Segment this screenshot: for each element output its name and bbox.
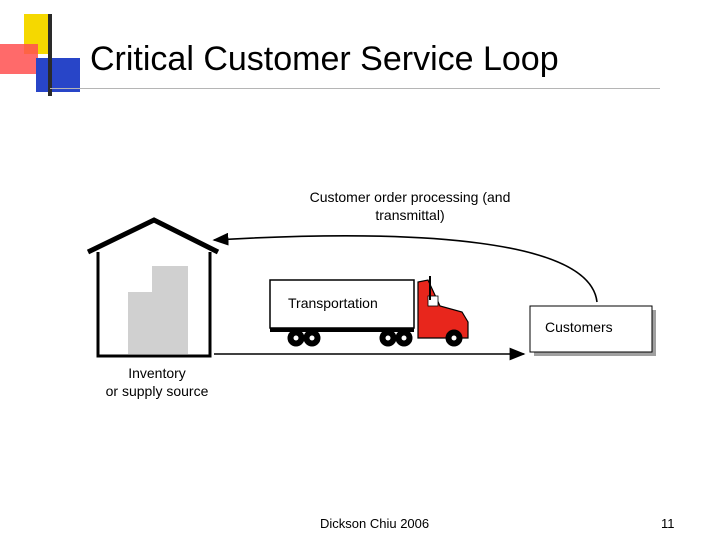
slide-title: Critical Customer Service Loop xyxy=(90,40,559,78)
truck-cab xyxy=(417,279,469,339)
title-divider xyxy=(50,88,660,89)
transportation-label: Transportation xyxy=(288,295,378,311)
inventory-label-2: or supply source xyxy=(106,383,209,399)
stock-box-bottom xyxy=(128,292,188,354)
footer-author: Dickson Chiu 2006 xyxy=(320,516,430,531)
order-processing-label-2: transmittal) xyxy=(375,207,444,223)
order-processing-arrow xyxy=(212,232,598,303)
deco-blue-square xyxy=(36,58,80,92)
customers-box xyxy=(529,305,653,353)
deco-vertical-line xyxy=(48,14,52,96)
warehouse-icon xyxy=(86,217,220,358)
customers-label: Customers xyxy=(545,319,613,335)
truck-icon xyxy=(269,276,469,347)
stock-box-top xyxy=(152,266,188,292)
inventory-label-1: Inventory xyxy=(128,365,186,381)
order-processing-label-1: Customer order processing (and xyxy=(310,189,511,205)
truck-trailer xyxy=(269,279,415,329)
deco-red-square xyxy=(0,44,38,74)
corner-decoration xyxy=(0,14,80,96)
page-number: 11 xyxy=(661,516,675,531)
